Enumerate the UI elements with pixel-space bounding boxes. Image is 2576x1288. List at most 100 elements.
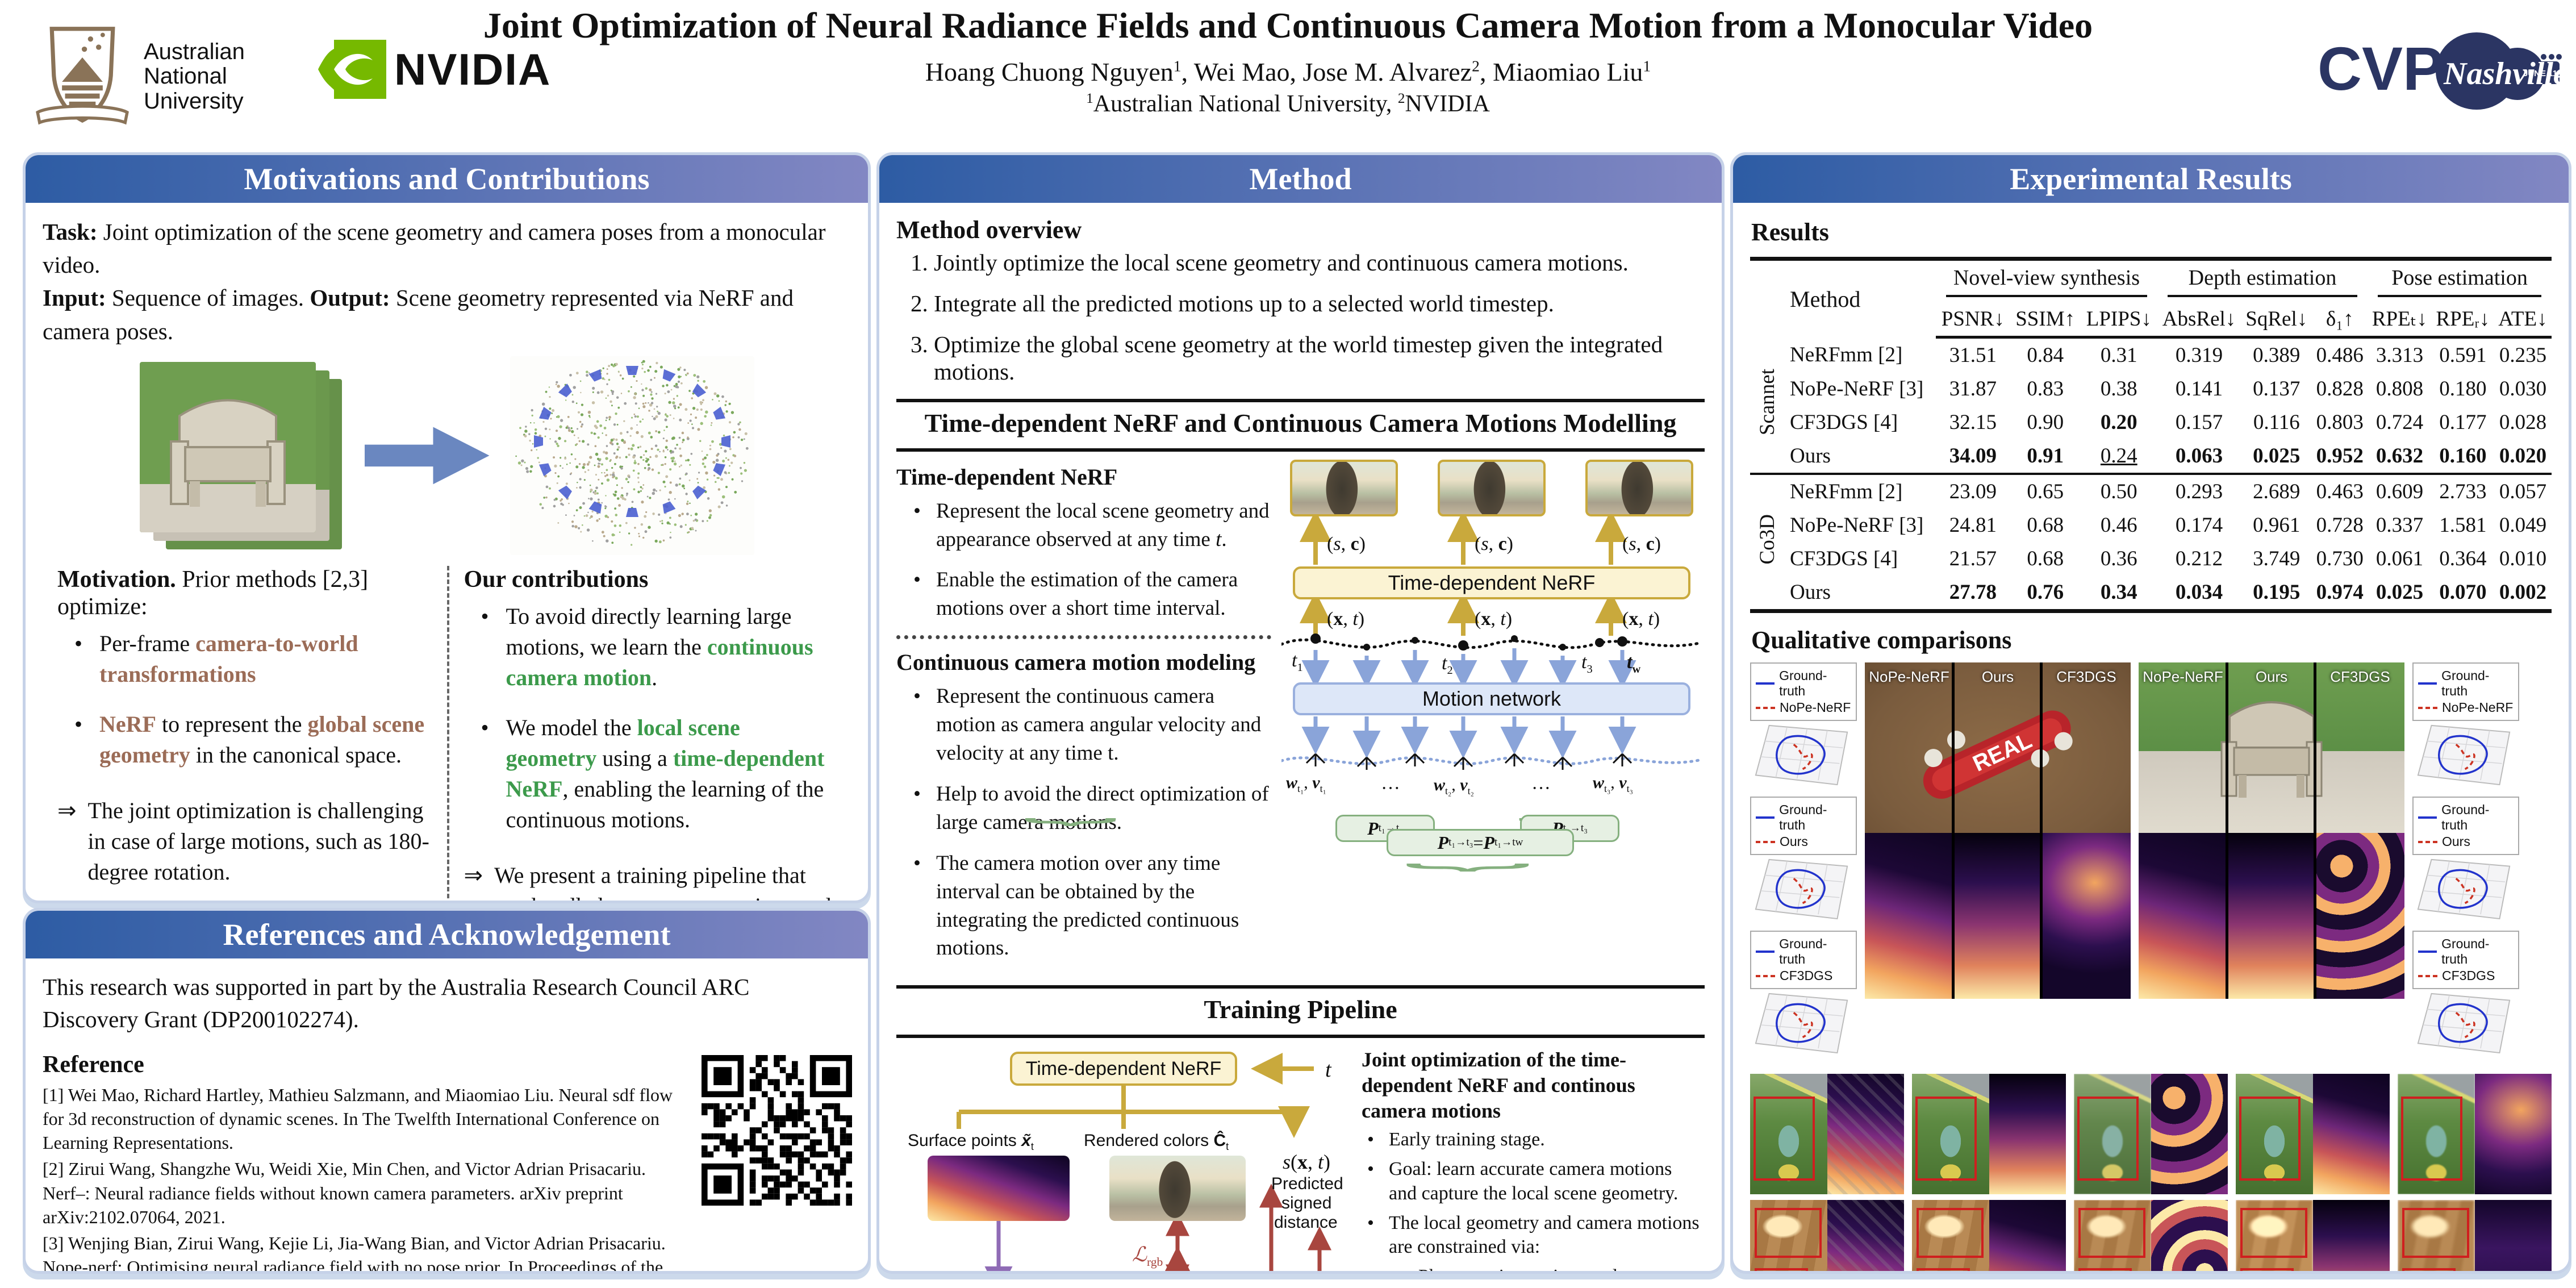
value-cell: 0.364: [2439, 547, 2487, 570]
poster-header: Australian National University NVIDIA Jo…: [0, 0, 2576, 147]
motivation-heading: Motivation. Prior methods [2,3] optimize…: [57, 566, 369, 620]
motivation-implication: The joint optimization is challenging in…: [87, 797, 429, 885]
joint-bullet: Goal: learn accurate camera motions and …: [1367, 1157, 1702, 1205]
value-cell: 0.20: [2100, 411, 2137, 434]
joint-sub-bullet: Photometric consistency loss.: [1396, 1265, 1702, 1271]
traj-legend: Ground-truth Ours: [2412, 797, 2519, 855]
panel-motivations: Motivations and Contributions Task: Join…: [23, 152, 871, 903]
dataset-label: Scannet: [1755, 369, 1779, 436]
traj-legend: Ground-truth NoPe-NeRF: [1750, 662, 1857, 721]
value-cell: 0.91: [2027, 444, 2064, 468]
value-cell: 0.728: [2316, 514, 2364, 537]
comparison-column: CF3DGS [4]: [2398, 1074, 2552, 1271]
value-cell: 0.212: [2175, 547, 2223, 570]
implies-icon: ⇒: [57, 797, 77, 823]
scene-thumb-t3: [1585, 460, 1693, 516]
comparison-column: Ours: [1912, 1074, 2066, 1271]
metric-header: AbsRel↓: [2157, 302, 2241, 339]
value-cell: 0.195: [2253, 581, 2301, 604]
value-cell: 0.961: [2253, 514, 2301, 537]
trajectory-plots-right: Ground-truth NoPe-NeRF Ground-truth Ours…: [2412, 662, 2519, 1059]
panel-method: Method Method overview Jointly optimize …: [876, 152, 1725, 1274]
value-cell: 0.177: [2439, 411, 2487, 434]
method-cell: NoPe-NeRF [3]: [1790, 514, 1924, 537]
panel-references-title: References and Acknowledgement: [26, 911, 868, 958]
tdnerf-bullet: Enable the estimation of the camera moti…: [913, 566, 1271, 623]
dataset-label: Co3D: [1755, 514, 1779, 565]
value-cell: 27.78: [1949, 581, 1997, 604]
reference-item: [1] Wei Mao, Richard Hartley, Mathieu Sa…: [43, 1084, 673, 1153]
method-line-icon: [1756, 974, 1775, 977]
value-cell: 0.025: [2253, 444, 2301, 468]
value-cell: 0.063: [2175, 444, 2223, 468]
traj-legend: Ground-truth CF3DGS: [1750, 931, 1857, 989]
reference-item: [2] Zirui Wang, Shangzhe Wu, Weidi Xie, …: [43, 1158, 646, 1227]
value-cell: 0.002: [2499, 581, 2547, 604]
depth-comparison-grid: Ground-truth Ours NeRFmm [2] NoPe-NeRF […: [1750, 1074, 2552, 1271]
value-cell: 0.020: [2499, 444, 2547, 468]
trajectory-plot: [1750, 989, 1855, 1056]
value-cell: 0.463: [2316, 480, 2364, 503]
method-cell: Ours: [1790, 444, 1831, 468]
skateboard-comparison: REAL NoPe-NeRF Ours CF3DGS: [1865, 662, 2131, 999]
value-cell: 0.025: [2375, 581, 2424, 604]
reconstruction-pointcloud-image: [510, 356, 754, 555]
section-title-modelling: Time-dependent NeRF and Continuous Camer…: [924, 409, 1677, 437]
tdnerf-heading: Time-dependent NeRF: [896, 464, 1118, 490]
value-cell: 0.174: [2175, 514, 2223, 537]
panel-method-title: Method: [879, 155, 1722, 203]
method-line-icon: [2418, 706, 2437, 709]
value-cell: 0.609: [2375, 480, 2424, 503]
nvidia-wordmark: NVIDIA: [394, 44, 552, 94]
value-cell: 0.724: [2375, 411, 2424, 434]
tdnerf-bullet: Represent the local scene geometry and a…: [913, 497, 1271, 554]
gt-line-icon: [1756, 682, 1775, 685]
value-cell: 0.803: [2316, 411, 2364, 434]
ccm-bullet: The camera motion over any time interval…: [913, 849, 1271, 963]
anu-logo: Australian National University: [31, 23, 245, 131]
overview-item: Integrate all the predicted motions up t…: [934, 290, 1705, 317]
value-cell: 32.15: [1949, 411, 1997, 434]
value-cell: 0.84: [2027, 344, 2064, 367]
value-cell: 24.81: [1949, 514, 1997, 537]
ccm-bullet: Represent the continuous camera motion a…: [913, 682, 1271, 768]
io-line: Input: Sequence of images. Output: Scene…: [43, 285, 794, 344]
value-cell: 0.137: [2253, 377, 2301, 401]
metric-header: PSNR↓: [1935, 302, 2010, 339]
cvpr-venue: Nashville: [2443, 56, 2562, 91]
group-depth: Depth estimation: [2167, 265, 2358, 297]
overview-item: Jointly optimize the local scene geometr…: [934, 249, 1705, 276]
overview-item: Optimize the global scene geometry at th…: [934, 331, 1705, 385]
section-title-training: Training Pipeline: [1204, 995, 1397, 1024]
value-cell: 0.160: [2439, 444, 2487, 468]
task-line: Task: Joint optimization of the scene ge…: [43, 219, 826, 278]
value-cell: 0.828: [2316, 377, 2364, 401]
pipeline-nerf-box: Time-dependent NeRF: [1010, 1052, 1237, 1086]
value-cell: 34.09: [1949, 444, 1997, 468]
value-cell: 0.90: [2027, 411, 2064, 434]
value-cell: 0.632: [2375, 444, 2424, 468]
anu-crest-icon: [36, 27, 129, 125]
method-cell: NoPe-NeRF [3]: [1790, 377, 1924, 401]
value-cell: 0.38: [2100, 377, 2137, 401]
scene-thumb-t1: [1290, 460, 1398, 516]
method-cell: NeRFmm [2]: [1790, 343, 1903, 366]
panel-motivations-title: Motivations and Contributions: [26, 155, 868, 203]
implies-icon: ⇒: [464, 862, 483, 888]
value-cell: 0.319: [2175, 344, 2223, 367]
scene-thumb-t2: [1438, 460, 1546, 516]
value-cell: 0.974: [2316, 581, 2364, 604]
method-line-icon: [1756, 706, 1775, 709]
value-cell: 0.68: [2027, 547, 2064, 570]
panel-results: Experimental Results Results Method Nove…: [1730, 152, 2571, 1274]
contribution-implication: We present a training pipeline that can …: [494, 862, 831, 901]
panel-references: References and Acknowledgement This rese…: [23, 908, 871, 1274]
group-pose: Pose estimation: [2378, 265, 2541, 297]
input-frames-image: [139, 361, 344, 549]
